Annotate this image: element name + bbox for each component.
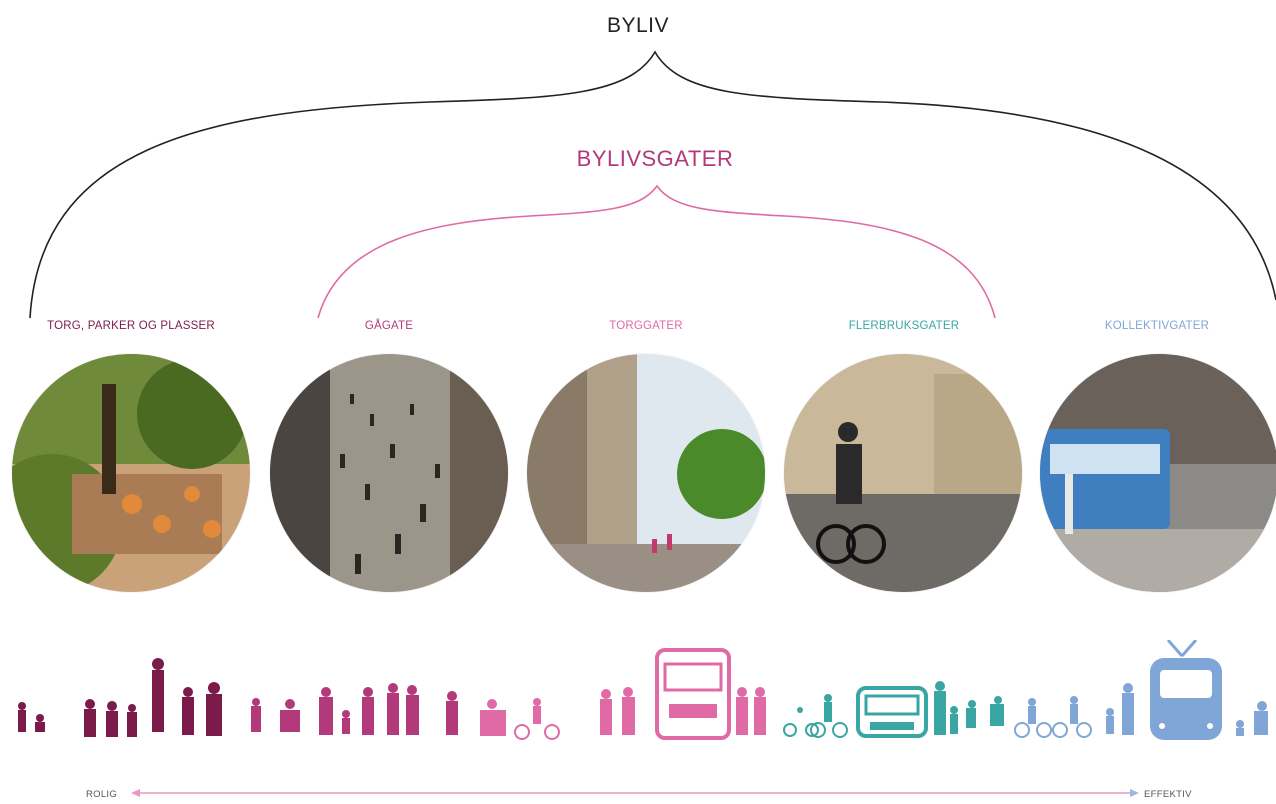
bylivsgater-brace (317, 184, 996, 319)
person-icon (1122, 683, 1134, 735)
person-icon (251, 698, 261, 732)
car-icon (856, 686, 928, 738)
diagram-subtitle-bylivsgater: BYLIVSGATER (576, 146, 734, 171)
photo-torggater (527, 354, 765, 592)
bicycle-icon (810, 694, 848, 738)
person-icon (206, 682, 222, 736)
category-label-gagate: GÅGATE (364, 320, 414, 332)
person-icon (18, 702, 26, 732)
person-icon (950, 706, 958, 734)
person-icon (127, 704, 137, 737)
arrow-right-icon (1130, 789, 1139, 797)
person-icon (362, 687, 374, 735)
byliv-brace (29, 50, 1276, 319)
category-label-flerbruksgater: FLERBRUKSGATER (848, 320, 960, 332)
person-icon (152, 658, 164, 732)
scale-left-label: ROLIG (86, 789, 118, 800)
bicycle-icon (1014, 698, 1052, 738)
person-icon (319, 687, 333, 735)
arrow-left-icon (131, 789, 140, 797)
category-label-torggater: TORGGATER (609, 320, 683, 332)
person-icon (966, 700, 976, 728)
person-icon (446, 691, 458, 735)
bicycle-icon (1052, 696, 1092, 738)
bus-icon (655, 648, 731, 740)
person-icon (35, 714, 45, 732)
person-icon (280, 699, 300, 732)
rolig-effektiv-axis (131, 789, 1139, 797)
person-icon (1236, 720, 1244, 736)
person-icon (84, 699, 96, 737)
bicycle-icon (783, 707, 819, 737)
scale-right-label: EFFEKTIV (1144, 789, 1192, 800)
braces-diagram (29, 50, 1276, 319)
person-icon (406, 685, 419, 735)
diagram-title-byliv: BYLIV (606, 14, 670, 37)
person-icon (754, 687, 766, 735)
tram-icon (1150, 640, 1222, 740)
person-icon (387, 683, 399, 735)
photo-kollektivgater (1040, 354, 1276, 592)
user-silhouettes-row (18, 640, 1268, 740)
photo-gagate (270, 354, 508, 592)
person-icon (934, 681, 946, 735)
person-icon (990, 696, 1004, 726)
photo-flerbruksgater (784, 354, 1022, 592)
person-icon (600, 689, 612, 735)
photo-torg-parker-plasser (12, 354, 250, 592)
bicycle-icon (514, 698, 560, 740)
category-label-torg: TORG, PARKER OG PLASSER (47, 320, 215, 332)
person-icon (1254, 701, 1268, 735)
person-icon (480, 699, 506, 736)
person-icon (736, 687, 748, 735)
person-icon (106, 701, 118, 737)
person-icon (1106, 708, 1114, 734)
person-icon (182, 687, 194, 735)
person-icon (622, 687, 635, 735)
person-icon (342, 710, 350, 734)
category-label-kollektivgater: KOLLEKTIVGATER (1104, 320, 1210, 332)
